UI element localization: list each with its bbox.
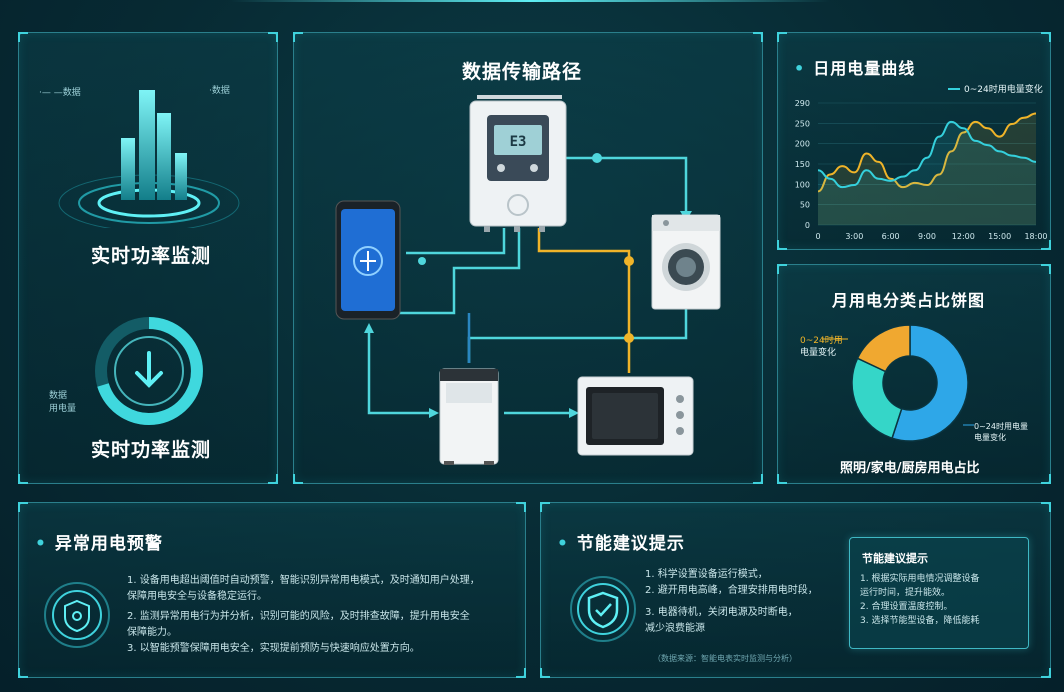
appliance-tower-icon — [439, 368, 499, 465]
tip-item: 3. 选择节能型设备，降低能耗 — [860, 616, 980, 626]
shield-warning-icon — [44, 582, 110, 648]
y-tick-label: 0 — [805, 221, 810, 230]
tip-item: 1. 根据实际用电情况调整设备 — [860, 574, 980, 584]
series-area-1 — [818, 121, 1036, 225]
washing-machine-icon — [651, 214, 721, 310]
x-tick-label: 6:00 — [882, 232, 900, 241]
x-tick-label: 9:00 — [918, 232, 936, 241]
download-gauge-icon — [95, 317, 203, 425]
x-tick-label: 3:00 — [845, 232, 863, 241]
monthly-category-pie-chart — [822, 324, 974, 442]
data-path-panel: 数据传输路径 E3 — [293, 32, 763, 484]
y-tick-label: 200 — [795, 140, 810, 149]
warning-list: 1. 设备用电超出阈值时自动预警，智能识别异常用电模式，及时通知用户处理， 保障… — [127, 573, 519, 657]
y-tick-label: 50 — [800, 201, 810, 210]
pie-slice-0 — [891, 324, 969, 442]
pie-footer: 照明/家电/厨房用电占比 — [840, 461, 980, 476]
energy-item: 2. 避开用电高峰，合理安排用电时段， — [645, 585, 818, 596]
hologram-bars-icon — [58, 90, 240, 228]
daily-usage-chart-panel: 日用电量曲线 0~24时用电量变化 290 250 200 150 100 50 00 3:0… — [777, 32, 1051, 250]
panel-title-bottom: 实时功率监测 — [91, 439, 212, 461]
side-label: 数据 — [49, 391, 68, 401]
x-tick-label: 18:00 — [1024, 232, 1047, 241]
x-tick-label: 0 — [815, 232, 820, 241]
pie-title: 月用电分类占比饼图 — [832, 291, 986, 310]
pie-slice-1 — [851, 357, 903, 440]
series-area-0 — [818, 113, 1036, 225]
chart-legend: 0~24时用电量变化 — [964, 85, 1043, 95]
chart-title: 日用电量曲线 — [794, 55, 915, 79]
top-glow — [230, 0, 830, 2]
tiny-label: ·— —数据 — [39, 88, 81, 98]
meter-display: E3 — [510, 134, 527, 150]
x-tick-label: 12:00 — [952, 232, 975, 241]
abnormal-warning-panel: 异常用电预警 1. 设备用电超出阈值时自动预警，智能识别异常用电模式，及时通知用… — [18, 502, 526, 678]
energy-list: 1. 科学设置设备运行模式， 2. 避开用电高峰，合理安排用电时段， 3. 电器… — [645, 567, 845, 637]
tip-item: 2. 合理设置温度控制。 — [860, 602, 953, 612]
tiny-label: ·数据 — [209, 86, 230, 96]
warning-item: 1. 设备用电超出阈值时自动预警，智能识别异常用电模式，及时通知用户处理， — [127, 575, 480, 586]
tip-box-list: 1. 根据实际用电情况调整设备 运行时间，提升能效。 2. 合理设置温度控制。 … — [860, 572, 1026, 628]
pie-legend-right: 0~24时用电量 — [974, 422, 1028, 431]
pie-legend-left: 0~24时用 — [800, 336, 843, 346]
x-tick-label: 15:00 — [988, 232, 1011, 241]
warning-title: 异常用电预警 — [35, 529, 163, 554]
series-line-1 — [817, 120, 1037, 189]
warning-item: 3. 以智能预警保障用电安全，实现提前预防与快速响应处置方向。 — [127, 643, 420, 654]
pie-slice-2 — [856, 324, 911, 373]
y-tick-label: 150 — [795, 160, 810, 169]
monthly-category-pie-panel: 月用电分类占比饼图 0~24时用 电量变化 0~24时用电量 电量变化 照明/家… — [777, 264, 1051, 484]
tip-item: 运行时间，提升能效。 — [860, 588, 951, 598]
panel-title: 数据传输路径 — [462, 61, 583, 83]
smartphone-icon — [335, 200, 401, 320]
warning-item: 保障能力。 — [127, 627, 177, 638]
shield-check-icon — [570, 576, 636, 642]
pie-legend-right: 电量变化 — [974, 433, 1006, 442]
panel-title-top: 实时功率监测 — [91, 245, 212, 267]
tip-box-title: 节能建议提示 — [862, 552, 928, 565]
smart-meter-icon: E3 — [469, 95, 567, 232]
daily-usage-line-chart: 290 250 200 150 100 50 00 3:00 6:00 9:00 12:00 15:0… — [795, 99, 1048, 241]
energy-item: 减少浪费能源 — [645, 623, 705, 634]
energy-footnote: （数据来源：智能电表实时监测与分析） — [653, 654, 797, 663]
warning-item: 2. 监测异常用电行为并分析，识别可能的风险，及时排查故障，提升用电安全 — [127, 611, 470, 622]
y-tick-label: 290 — [795, 99, 810, 108]
pie-legend-left: 电量变化 — [800, 348, 837, 358]
microwave-icon — [577, 376, 694, 456]
chart-legend-swatch — [948, 88, 960, 90]
y-tick-label: 100 — [795, 180, 810, 189]
side-label: 用电量 — [49, 404, 77, 414]
warning-item: 保障用电安全与设备稳定运行。 — [127, 591, 267, 602]
energy-item: 3. 电器待机，关闭电源及时断电， — [645, 607, 798, 618]
series-line-0 — [817, 112, 1037, 193]
energy-item: 1. 科学设置设备运行模式， — [645, 569, 768, 580]
energy-saving-panel: 节能建议提示 1. 科学设置设备运行模式， 2. 避开用电高峰，合理安排用电时段… — [540, 502, 1051, 678]
realtime-power-panel: ·— —数据 ·数据 实时功率监测 数据 用电量 实时功率监测 — [18, 32, 278, 484]
tip-box: 节能建议提示 1. 根据实际用电情况调整设备 运行时间，提升能效。 2. 合理设… — [849, 537, 1029, 649]
y-tick-label: 250 — [795, 119, 810, 128]
data-path-diagram: E3 — [335, 95, 721, 465]
energy-title: 节能建议提示 — [557, 529, 685, 554]
